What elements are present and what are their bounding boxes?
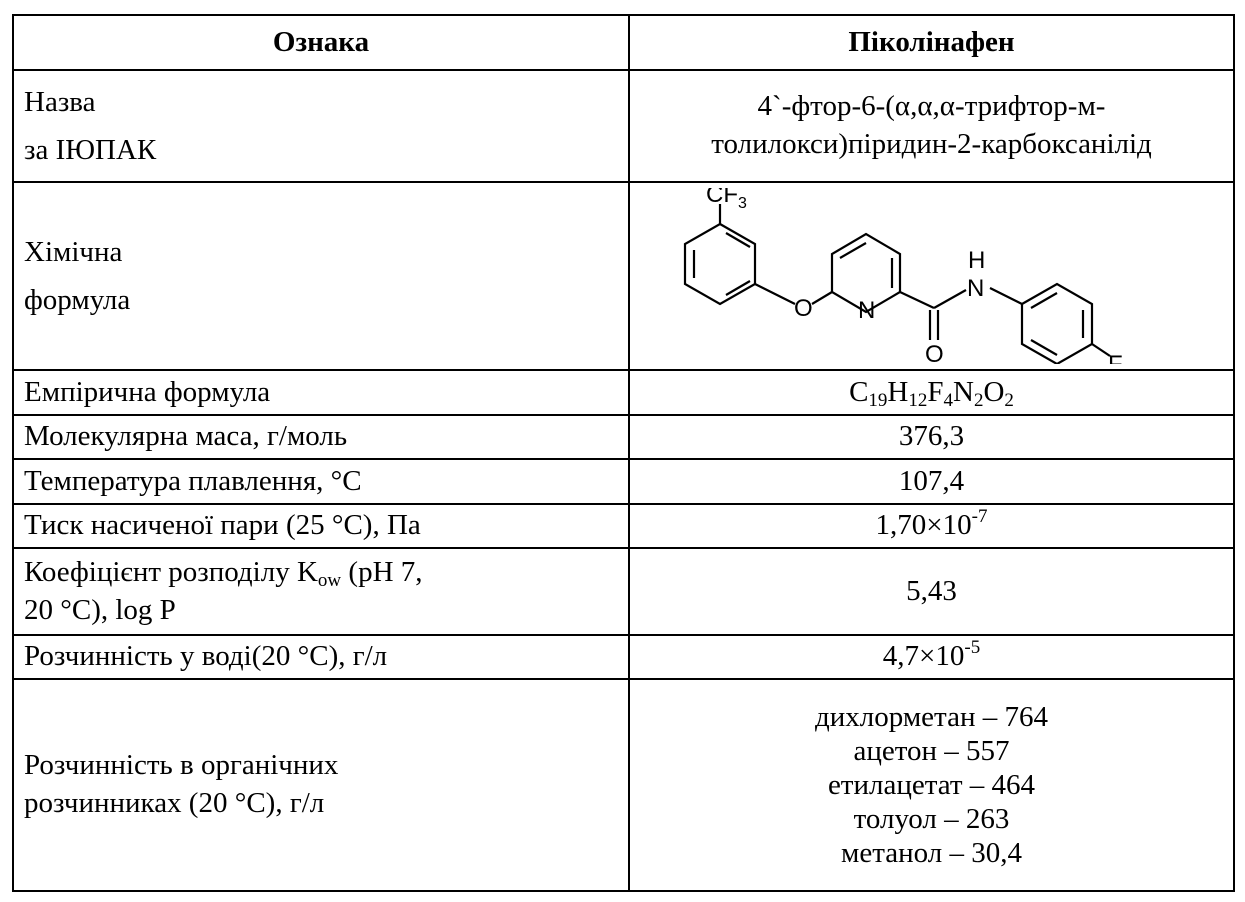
table-row: Температура плавлення, °С 107,4 <box>12 458 1235 505</box>
solvent-item: дихлорметан – 764 <box>815 701 1048 734</box>
empirical-formula-value: C19H12F4N2O2 <box>628 369 1235 416</box>
atom-fluorine: F <box>1108 351 1123 364</box>
molecule-structure-drawing: CF3 O N H N O F <box>683 188 1123 365</box>
partition-coefficient-label: Коефіцієнт розподілу Kow (рН 7, 20 °С), … <box>12 547 630 636</box>
header-feature: Ознака <box>12 14 630 71</box>
empirical-formula-label: Емпірична формула <box>12 369 630 416</box>
atom-cf3: CF3 <box>706 188 747 212</box>
pyridine-ring <box>830 233 901 314</box>
empirical-n: N2 <box>953 375 984 411</box>
iupac-value: 4`-фтор-6-(α,α,α-трифтор-м- толилокси)пі… <box>628 68 1235 184</box>
melting-point-label: Температура плавлення, °С <box>12 458 630 505</box>
iupac-label-line2: за ІЮПАК <box>24 134 157 167</box>
atom-carbonyl-oxygen: O <box>925 341 944 364</box>
chemical-formula-label: Хімічна формула <box>12 181 630 372</box>
melting-point-value: 107,4 <box>628 458 1235 505</box>
properties-table: Ознака Піколінафен Назва за ІЮПАК 4`-фто… <box>12 14 1235 892</box>
organic-solubility-values: дихлорметан – 764 ацетон – 557 етилацета… <box>628 678 1235 892</box>
table-row: Емпірична формула C19H12F4N2O2 <box>12 369 1235 416</box>
atom-ring-nitrogen: N <box>858 297 875 324</box>
partition-label-line1: Коефіцієнт розподілу Kow (рН 7, <box>24 555 423 591</box>
empirical-f: F4 <box>927 375 954 411</box>
chemical-formula-label-line2: формула <box>24 284 131 317</box>
organic-solubility-label: Розчинність в органічних розчинниках (20… <box>12 678 630 892</box>
chemical-formula-label-line1: Хімічна <box>24 236 123 269</box>
table-row: Тиск насиченої пари (25 °С), Па 1,70×10-… <box>12 502 1235 550</box>
water-solubility-value: 4,7×10-5 <box>628 633 1235 681</box>
iupac-label: Назва за ІЮПАК <box>12 68 630 184</box>
organic-solubility-label-line1: Розчинність в органічних <box>24 749 339 782</box>
table-row: Розчинність у воді(20 °С), г/л 4,7×10-5 <box>12 633 1235 681</box>
partition-coefficient-value: 5,43 <box>628 547 1235 636</box>
iupac-label-line1: Назва <box>24 86 96 119</box>
empirical-c: C19 <box>849 375 888 411</box>
benzene-ring-left <box>683 223 756 306</box>
benzene-ring-right <box>1020 283 1093 365</box>
organic-solubility-label-line2: розчинниках (20 °С), г/л <box>24 787 325 820</box>
table-header-row: Ознака Піколінафен <box>12 14 1235 71</box>
atom-amide-nitrogen: N <box>967 275 984 302</box>
atom-amide-hydrogen: H <box>968 247 985 274</box>
table-row: Хімічна формула <box>12 181 1235 372</box>
table-row: Назва за ІЮПАК 4`-фтор-6-(α,α,α-трифтор-… <box>12 68 1235 184</box>
empirical-h: H12 <box>887 375 928 411</box>
solvent-item: метанол – 30,4 <box>841 837 1022 870</box>
water-solubility-label: Розчинність у воді(20 °С), г/л <box>12 633 630 681</box>
table-row: Молекулярна маса, г/моль 376,3 <box>12 413 1235 461</box>
molar-mass-value: 376,3 <box>628 413 1235 461</box>
table-row: Коефіцієнт розподілу Kow (рН 7, 20 °С), … <box>12 547 1235 636</box>
table-row: Розчинність в органічних розчинниках (20… <box>12 678 1235 892</box>
empirical-o: O2 <box>983 375 1014 411</box>
molar-mass-label: Молекулярна маса, г/моль <box>12 413 630 461</box>
solvent-item: ацетон – 557 <box>853 735 1010 768</box>
atom-ether-oxygen: O <box>794 295 813 322</box>
vapor-pressure-value: 1,70×10-7 <box>628 502 1235 550</box>
vapor-pressure-label: Тиск насиченої пари (25 °С), Па <box>12 502 630 550</box>
iupac-value-line2: толилокси)піридин-2-карбоксанілід <box>711 128 1152 161</box>
solvent-item: етилацетат – 464 <box>827 769 1036 802</box>
partition-label-line2: 20 °С), log P <box>24 593 176 626</box>
chemical-formula-cell: CF3 O N H N O F <box>628 181 1235 372</box>
solvent-item: толуол – 263 <box>853 803 1010 836</box>
header-substance: Піколінафен <box>628 14 1235 71</box>
iupac-value-line1: 4`-фтор-6-(α,α,α-трифтор-м- <box>757 90 1106 123</box>
